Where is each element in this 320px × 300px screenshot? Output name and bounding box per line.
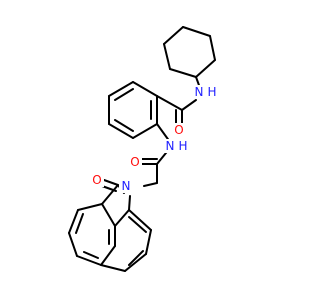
label-background bbox=[90, 173, 104, 187]
bond bbox=[68, 209, 79, 234]
bond bbox=[100, 245, 116, 266]
label-background bbox=[172, 123, 186, 137]
molecule-structure-canvas: N H O N H O N O bbox=[68, 26, 218, 272]
bond bbox=[209, 35, 216, 61]
lactam-n-label: N bbox=[122, 179, 131, 193]
amide-n1-h-label: H bbox=[207, 85, 216, 99]
bond bbox=[132, 81, 158, 97]
label-background bbox=[206, 85, 218, 99]
carbonyl-o2-label: O bbox=[130, 155, 139, 169]
bond bbox=[76, 255, 102, 266]
bond bbox=[114, 88, 134, 101]
bond-ch2-n bbox=[143, 182, 158, 187]
bond bbox=[128, 209, 152, 231]
lactam-o-label: O bbox=[92, 173, 101, 187]
benzene-ring bbox=[108, 81, 183, 139]
bond bbox=[101, 184, 119, 205]
bond bbox=[108, 81, 134, 97]
label-background bbox=[128, 155, 142, 169]
bond bbox=[156, 95, 183, 111]
amide-n2-label: N bbox=[166, 139, 175, 153]
bond bbox=[182, 26, 211, 37]
molecule-structure: N H O N H O N O bbox=[68, 26, 218, 272]
bond bbox=[195, 59, 216, 78]
bond bbox=[128, 250, 144, 266]
bond bbox=[68, 232, 78, 257]
bond bbox=[114, 209, 130, 227]
bond bbox=[114, 119, 134, 132]
bond bbox=[101, 203, 116, 227]
bond-lactam-co bbox=[101, 185, 117, 192]
bond bbox=[124, 253, 147, 272]
carbonyl-o1-label: O bbox=[174, 123, 183, 137]
bond bbox=[75, 213, 84, 234]
bond bbox=[83, 251, 99, 259]
cyclohexyl-ring bbox=[163, 26, 216, 78]
bond bbox=[132, 123, 158, 139]
bond bbox=[169, 68, 197, 78]
bond-lactam-co bbox=[103, 179, 119, 186]
bond bbox=[163, 26, 184, 45]
bond bbox=[128, 216, 147, 233]
label-background bbox=[192, 85, 206, 99]
bond bbox=[128, 195, 131, 211]
bond bbox=[77, 203, 103, 211]
bond bbox=[108, 123, 134, 139]
naphthalene-ring bbox=[68, 203, 152, 272]
atom-labels: N H O N H O N O bbox=[90, 85, 218, 193]
amide-n1-label: N bbox=[195, 85, 204, 99]
label-background bbox=[163, 139, 177, 153]
bond bbox=[145, 229, 152, 255]
bond-n-carbonyl bbox=[181, 99, 197, 111]
amide-n2-h-label: H bbox=[178, 139, 187, 153]
bond bbox=[100, 264, 126, 272]
label-background bbox=[177, 139, 189, 153]
label-background bbox=[119, 179, 133, 193]
bond bbox=[163, 43, 171, 70]
